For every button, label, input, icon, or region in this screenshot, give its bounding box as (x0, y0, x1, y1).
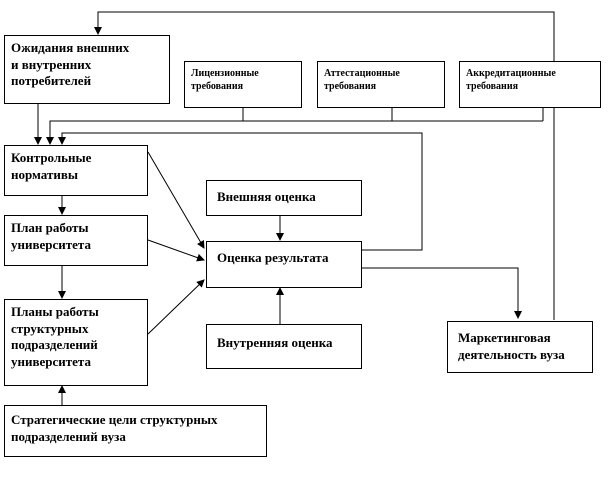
block-unit-plans: Планы работы структурных подразделений у… (4, 299, 148, 386)
block-internal-evaluation: Внутренняя оценка (206, 324, 362, 369)
block-university-plan: План работы университета (4, 215, 148, 266)
arrow-unit-plans-to-result (147, 279, 205, 335)
block-attestation-requirements: Аттестационные требования (317, 61, 445, 108)
block-result-evaluation: Оценка результата (206, 241, 362, 288)
block-expectations: Ожидания внешних и внутренних потребител… (4, 35, 170, 104)
arrow-plan-to-result (147, 239, 205, 262)
block-strategic-goals: Стратегические цели структурных подразде… (4, 405, 267, 457)
block-licensing-requirements: Лицензионные требования (184, 61, 302, 108)
arrow-requirements-to-norms (46, 120, 543, 145)
block-accreditation-requirements: Аккредитационные требования (459, 61, 601, 108)
block-external-evaluation: Внешняя оценка (206, 180, 362, 216)
block-control-norms: Контрольные нормативы (4, 145, 148, 196)
arrow-result-to-marketing (362, 267, 522, 319)
block-marketing: Маркетинговая деятельность вуза (447, 321, 593, 373)
arrow-result-feedback-to-norms (58, 132, 423, 251)
arrow-marketing-to-expectations (94, 11, 555, 320)
arrow-norms-to-result (147, 151, 205, 249)
